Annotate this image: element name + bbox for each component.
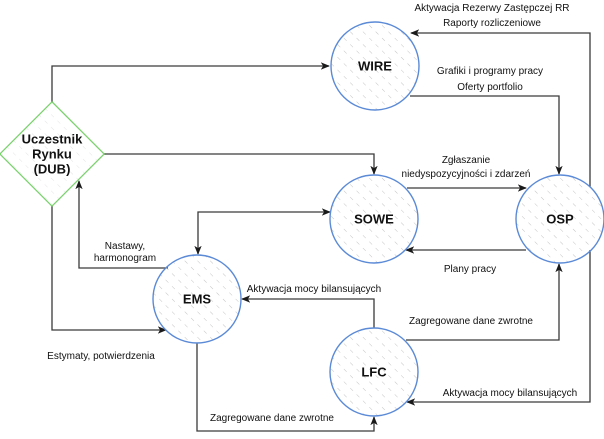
circle-shape <box>152 254 242 344</box>
edge-label-lfc-to-ems: Aktywacja mocy bilansujących <box>247 284 382 295</box>
edge-label-wire-to-osp-1: Grafiki i programy pracy <box>437 66 543 77</box>
circle-shape <box>329 327 419 417</box>
lfc-label: LFC <box>361 365 387 380</box>
edge-label-osp-to-sowe: Plany pracy <box>444 264 496 275</box>
edge-label-lfc-to-osp: Zagregowane dane zwrotne <box>409 316 533 327</box>
edge-label-ems-to-lfc: Zagregowane dane zwrotne <box>210 413 334 424</box>
dub-label-line-2: Rynku <box>32 147 72 162</box>
osp-label: OSP <box>546 212 574 227</box>
edge-label-osp-to-wire-1: Aktywacja Rezerwy Zastępczej RR <box>414 3 569 14</box>
wire-label: WIRE <box>358 59 392 74</box>
edge-label-ems-to-dub-1: Nastawy, <box>105 241 145 252</box>
node-sowe[interactable]: SOWE <box>329 174 419 264</box>
node-lfc[interactable]: LFC <box>329 327 419 417</box>
dub-label-line-1: Uczestnik <box>22 132 83 147</box>
edge-label-osp-to-lfc: Aktywacja mocy bilansujących <box>443 388 578 399</box>
node-ems[interactable]: EMS <box>152 254 242 344</box>
node-osp[interactable]: OSP <box>515 174 604 264</box>
edge-ems-to-dub <box>75 180 168 269</box>
ems-label: EMS <box>183 292 212 307</box>
edge-dub-to-sowe <box>104 153 378 175</box>
edge-osp-to-wire <box>410 29 591 187</box>
node-wire[interactable]: WIRE <box>330 21 420 111</box>
edge-dub-to-ems <box>51 206 167 334</box>
edge-ems-to-lfc <box>196 343 378 432</box>
dub-label-line-3: (DUB) <box>34 162 71 177</box>
sowe-label: SOWE <box>354 212 394 227</box>
edge-dub-to-wire <box>51 62 330 102</box>
circle-shape <box>330 21 420 111</box>
edge-osp-to-lfc <box>406 250 591 406</box>
edge-wire-to-osp <box>410 95 563 175</box>
edge-label-ems-to-dub-2: harmonogram <box>94 253 156 264</box>
circle-shape <box>329 174 419 264</box>
node-dub[interactable]: Uczestnik Rynku (DUB) <box>0 101 105 207</box>
edge-label-wire-to-osp-2: Oferty portfolio <box>457 82 523 93</box>
edge-sowe-ems <box>194 208 331 255</box>
edge-lfc-to-osp <box>406 263 563 341</box>
edge-lfc-to-ems <box>241 295 375 328</box>
edge-label-sowe-to-osp-1: Zgłaszanie <box>442 155 491 166</box>
edge-label-sowe-to-osp-2: niedyspozycyjności i zdarzeń <box>402 169 531 180</box>
edge-label-dub-to-ems: Estymaty, potwierdzenia <box>47 351 155 362</box>
circle-shape <box>515 174 604 264</box>
edge-label-osp-to-wire-2: Raporty rozliczeniowe <box>443 18 541 29</box>
